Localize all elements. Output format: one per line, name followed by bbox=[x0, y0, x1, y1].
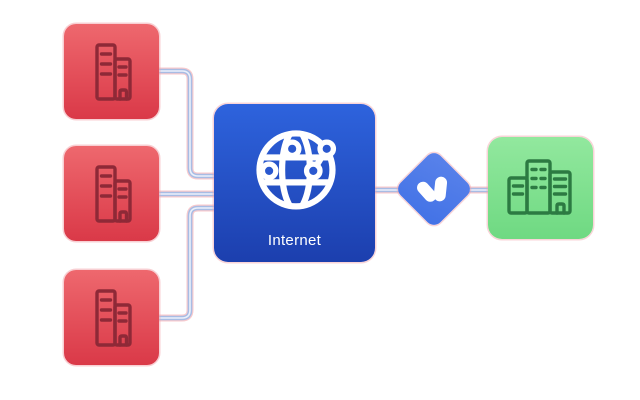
office-building-icon bbox=[95, 165, 132, 223]
petal-v-logo-icon bbox=[417, 176, 448, 202]
branch-office-node-2[interactable] bbox=[64, 146, 159, 241]
office-building-icon bbox=[95, 43, 132, 101]
globe-network-icon bbox=[256, 130, 337, 210]
city-buildings-icon bbox=[507, 159, 572, 215]
headquarters-node[interactable] bbox=[488, 137, 593, 239]
internet-label: Internet bbox=[267, 232, 322, 249]
office-building-icon bbox=[95, 289, 132, 347]
branch-office-node-3[interactable] bbox=[64, 270, 159, 365]
internet-node[interactable]: Internet bbox=[214, 104, 375, 262]
gateway-node[interactable] bbox=[394, 149, 474, 229]
branch-office-node-1[interactable] bbox=[64, 24, 159, 119]
